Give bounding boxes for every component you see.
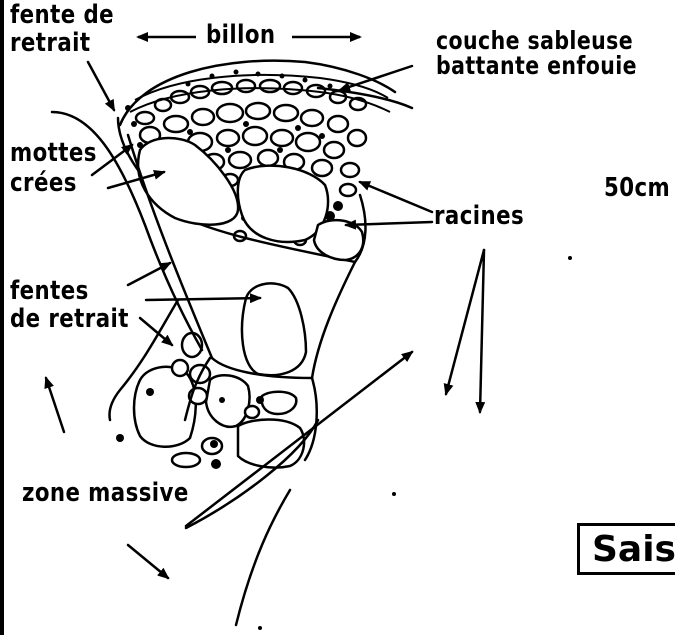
label-zone-massive: zone massive bbox=[22, 480, 189, 506]
label-billon: billon bbox=[206, 22, 275, 48]
boxed-label-text: Sais bbox=[592, 530, 675, 570]
label-depth: 50cm bbox=[604, 175, 670, 201]
label-couche-sableuse: couche sableuse bbox=[436, 27, 633, 54]
label-racines: racines bbox=[434, 203, 524, 229]
left-border bbox=[0, 0, 4, 635]
label-battante-enfouie: battante enfouie bbox=[436, 52, 637, 79]
subsoil-blocks bbox=[134, 283, 306, 467]
label-fentes: fentes bbox=[10, 278, 89, 304]
label-fente-de: fente de bbox=[10, 2, 114, 28]
label-mottes: mottes bbox=[10, 140, 97, 166]
label-de-retrait: de retrait bbox=[10, 306, 129, 332]
label-crees: crées bbox=[10, 170, 77, 196]
label-retrait-top: retrait bbox=[10, 30, 90, 56]
boxed-label: Sais bbox=[577, 523, 675, 575]
